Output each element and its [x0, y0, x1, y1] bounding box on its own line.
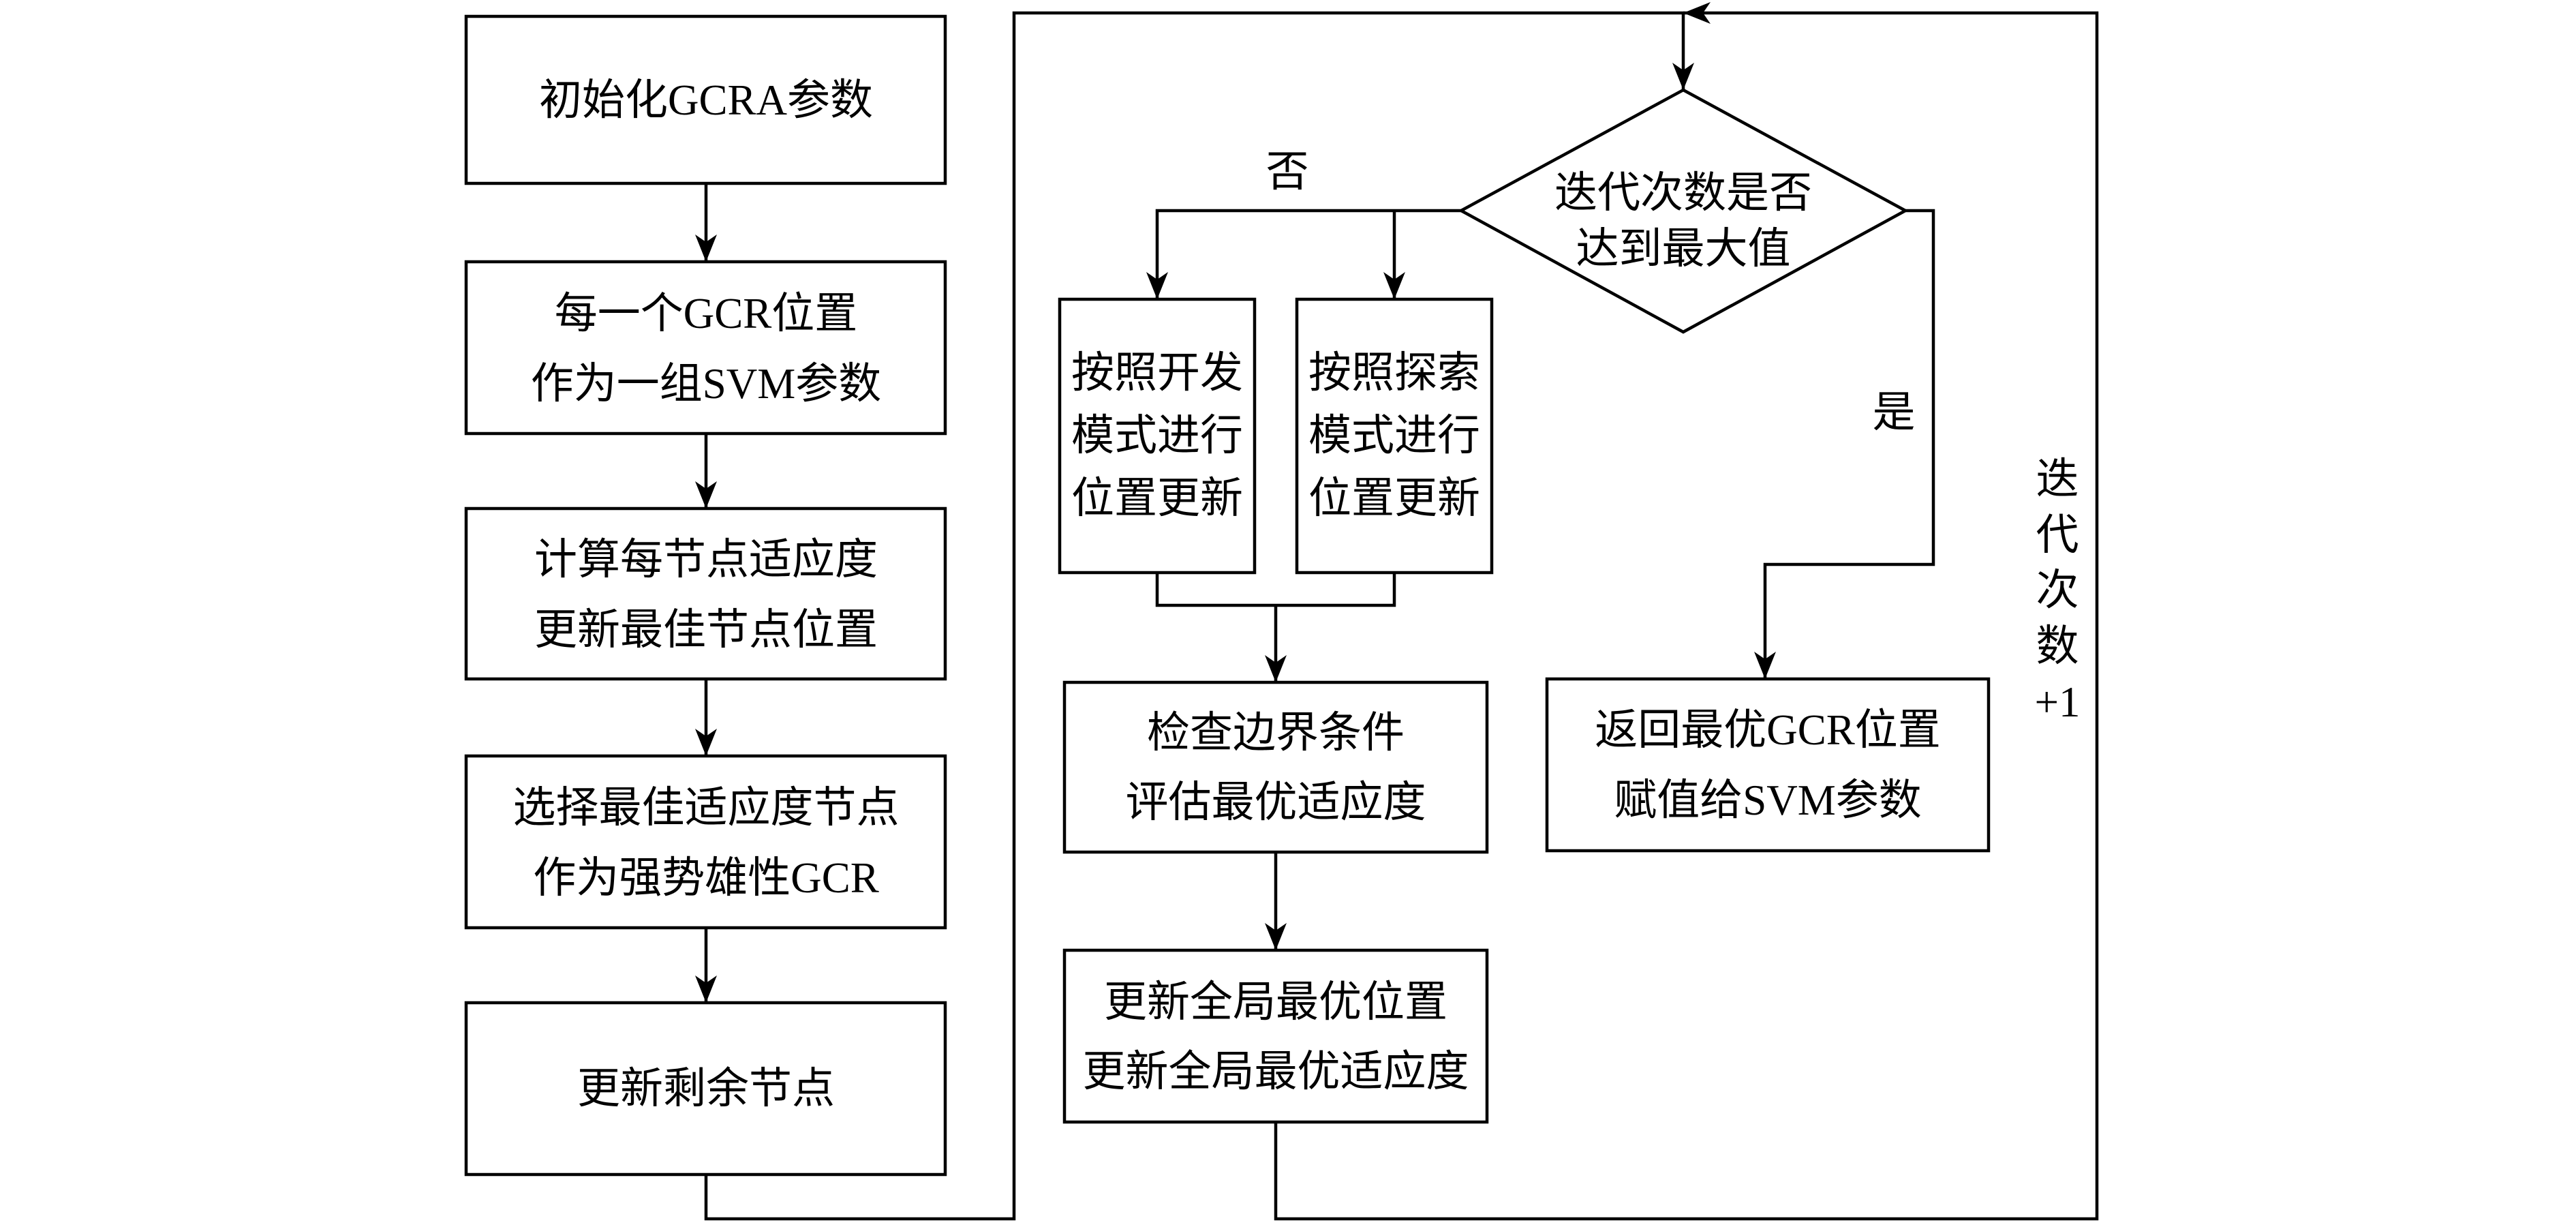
- step-return-best-line1: 返回最优GCR位置: [1595, 706, 1941, 754]
- step-check-line2: 评估最优适应度: [1126, 778, 1426, 826]
- step-explore-line1: 按照探索: [1308, 349, 1480, 397]
- step-select-male-line1: 选择最佳适应度节点: [513, 784, 900, 832]
- step-svm-params-box: [464, 260, 947, 436]
- step-global-best-box: [1062, 948, 1489, 1124]
- step-check: 检查边界条件 评估最优适应度: [1062, 680, 1489, 854]
- decision-max-iterations: 迭代次数是否 达到最大值: [1458, 88, 1909, 334]
- label-yes: 是: [1873, 389, 1916, 436]
- step-fitness-line1: 计算每节点适应度: [534, 536, 878, 584]
- label-loop-char-2: 代: [2036, 511, 2079, 559]
- label-loop-char-4: 数: [2036, 622, 2079, 670]
- step-select-male-line2: 作为强势雄性GCR: [533, 854, 879, 902]
- decision-diamond: [1458, 88, 1909, 334]
- step-update-rest: 更新剩余节点: [464, 1001, 947, 1177]
- step-return-best: 返回最优GCR位置 赋值给SVM参数: [1545, 677, 1991, 853]
- step-select-male: 选择最佳适应度节点 作为强势雄性GCR: [464, 754, 947, 930]
- step-return-best-box: [1545, 677, 1991, 853]
- step-explore-line2: 模式进行: [1308, 412, 1480, 459]
- step-fitness: 计算每节点适应度 更新最佳节点位置: [464, 506, 947, 681]
- label-iteration-increment: 迭 代 次 数 +1: [2034, 455, 2080, 726]
- label-loop-char-1: 迭: [2036, 455, 2079, 503]
- arrow-update-rest-to-decision: [704, 11, 1694, 1221]
- step-update-rest-line1: 更新剩余节点: [577, 1065, 835, 1112]
- step-explore: 按照探索 模式进行 位置更新: [1295, 297, 1494, 575]
- step-return-best-line2: 赋值给SVM参数: [1614, 776, 1922, 824]
- step-svm-params-line2: 作为一组SVM参数: [531, 360, 882, 408]
- label-no: 否: [1266, 148, 1309, 196]
- label-loop-char-3: 次: [2036, 566, 2079, 614]
- decision-line2: 达到最大值: [1576, 225, 1791, 273]
- step-init: 初始化GCRA参数: [464, 14, 947, 185]
- step-global-best-line1: 更新全局最优位置: [1104, 978, 1447, 1026]
- branch-no-horizontal: [1146, 209, 1461, 299]
- step-svm-params: 每一个GCR位置 作为一组SVM参数: [464, 260, 947, 436]
- arrow-yes-to-return-best: [1754, 209, 1935, 679]
- step-exploit-line1: 按照开发: [1071, 349, 1243, 397]
- step-init-line1: 初始化GCRA参数: [539, 76, 873, 124]
- step-exploit-line3: 位置更新: [1071, 474, 1243, 522]
- merge-exploit-explore: [1155, 573, 1396, 607]
- step-global-best-line2: 更新全局最优适应度: [1083, 1048, 1469, 1095]
- step-check-box: [1062, 680, 1489, 854]
- step-explore-box: [1295, 297, 1494, 575]
- decision-line1: 迭代次数是否: [1554, 169, 1812, 217]
- arrow-loop-back-iteration: [1274, 1, 2099, 1221]
- step-global-best: 更新全局最优位置 更新全局最优适应度: [1062, 948, 1489, 1124]
- step-fitness-line2: 更新最佳节点位置: [534, 606, 878, 654]
- step-update-rest-box: [464, 1001, 947, 1177]
- step-check-line1: 检查边界条件: [1147, 709, 1405, 757]
- label-loop-char-5: +1: [2034, 678, 2080, 726]
- step-fitness-box: [464, 506, 947, 681]
- step-exploit: 按照开发 模式进行 位置更新: [1058, 297, 1257, 575]
- step-svm-params-line1: 每一个GCR位置: [555, 290, 858, 337]
- step-select-male-box: [464, 754, 947, 930]
- step-exploit-box: [1058, 297, 1257, 575]
- connectors: [695, 1, 2099, 1221]
- step-exploit-line2: 模式进行: [1071, 412, 1243, 459]
- step-init-box: [464, 14, 947, 185]
- step-explore-line3: 位置更新: [1308, 474, 1480, 522]
